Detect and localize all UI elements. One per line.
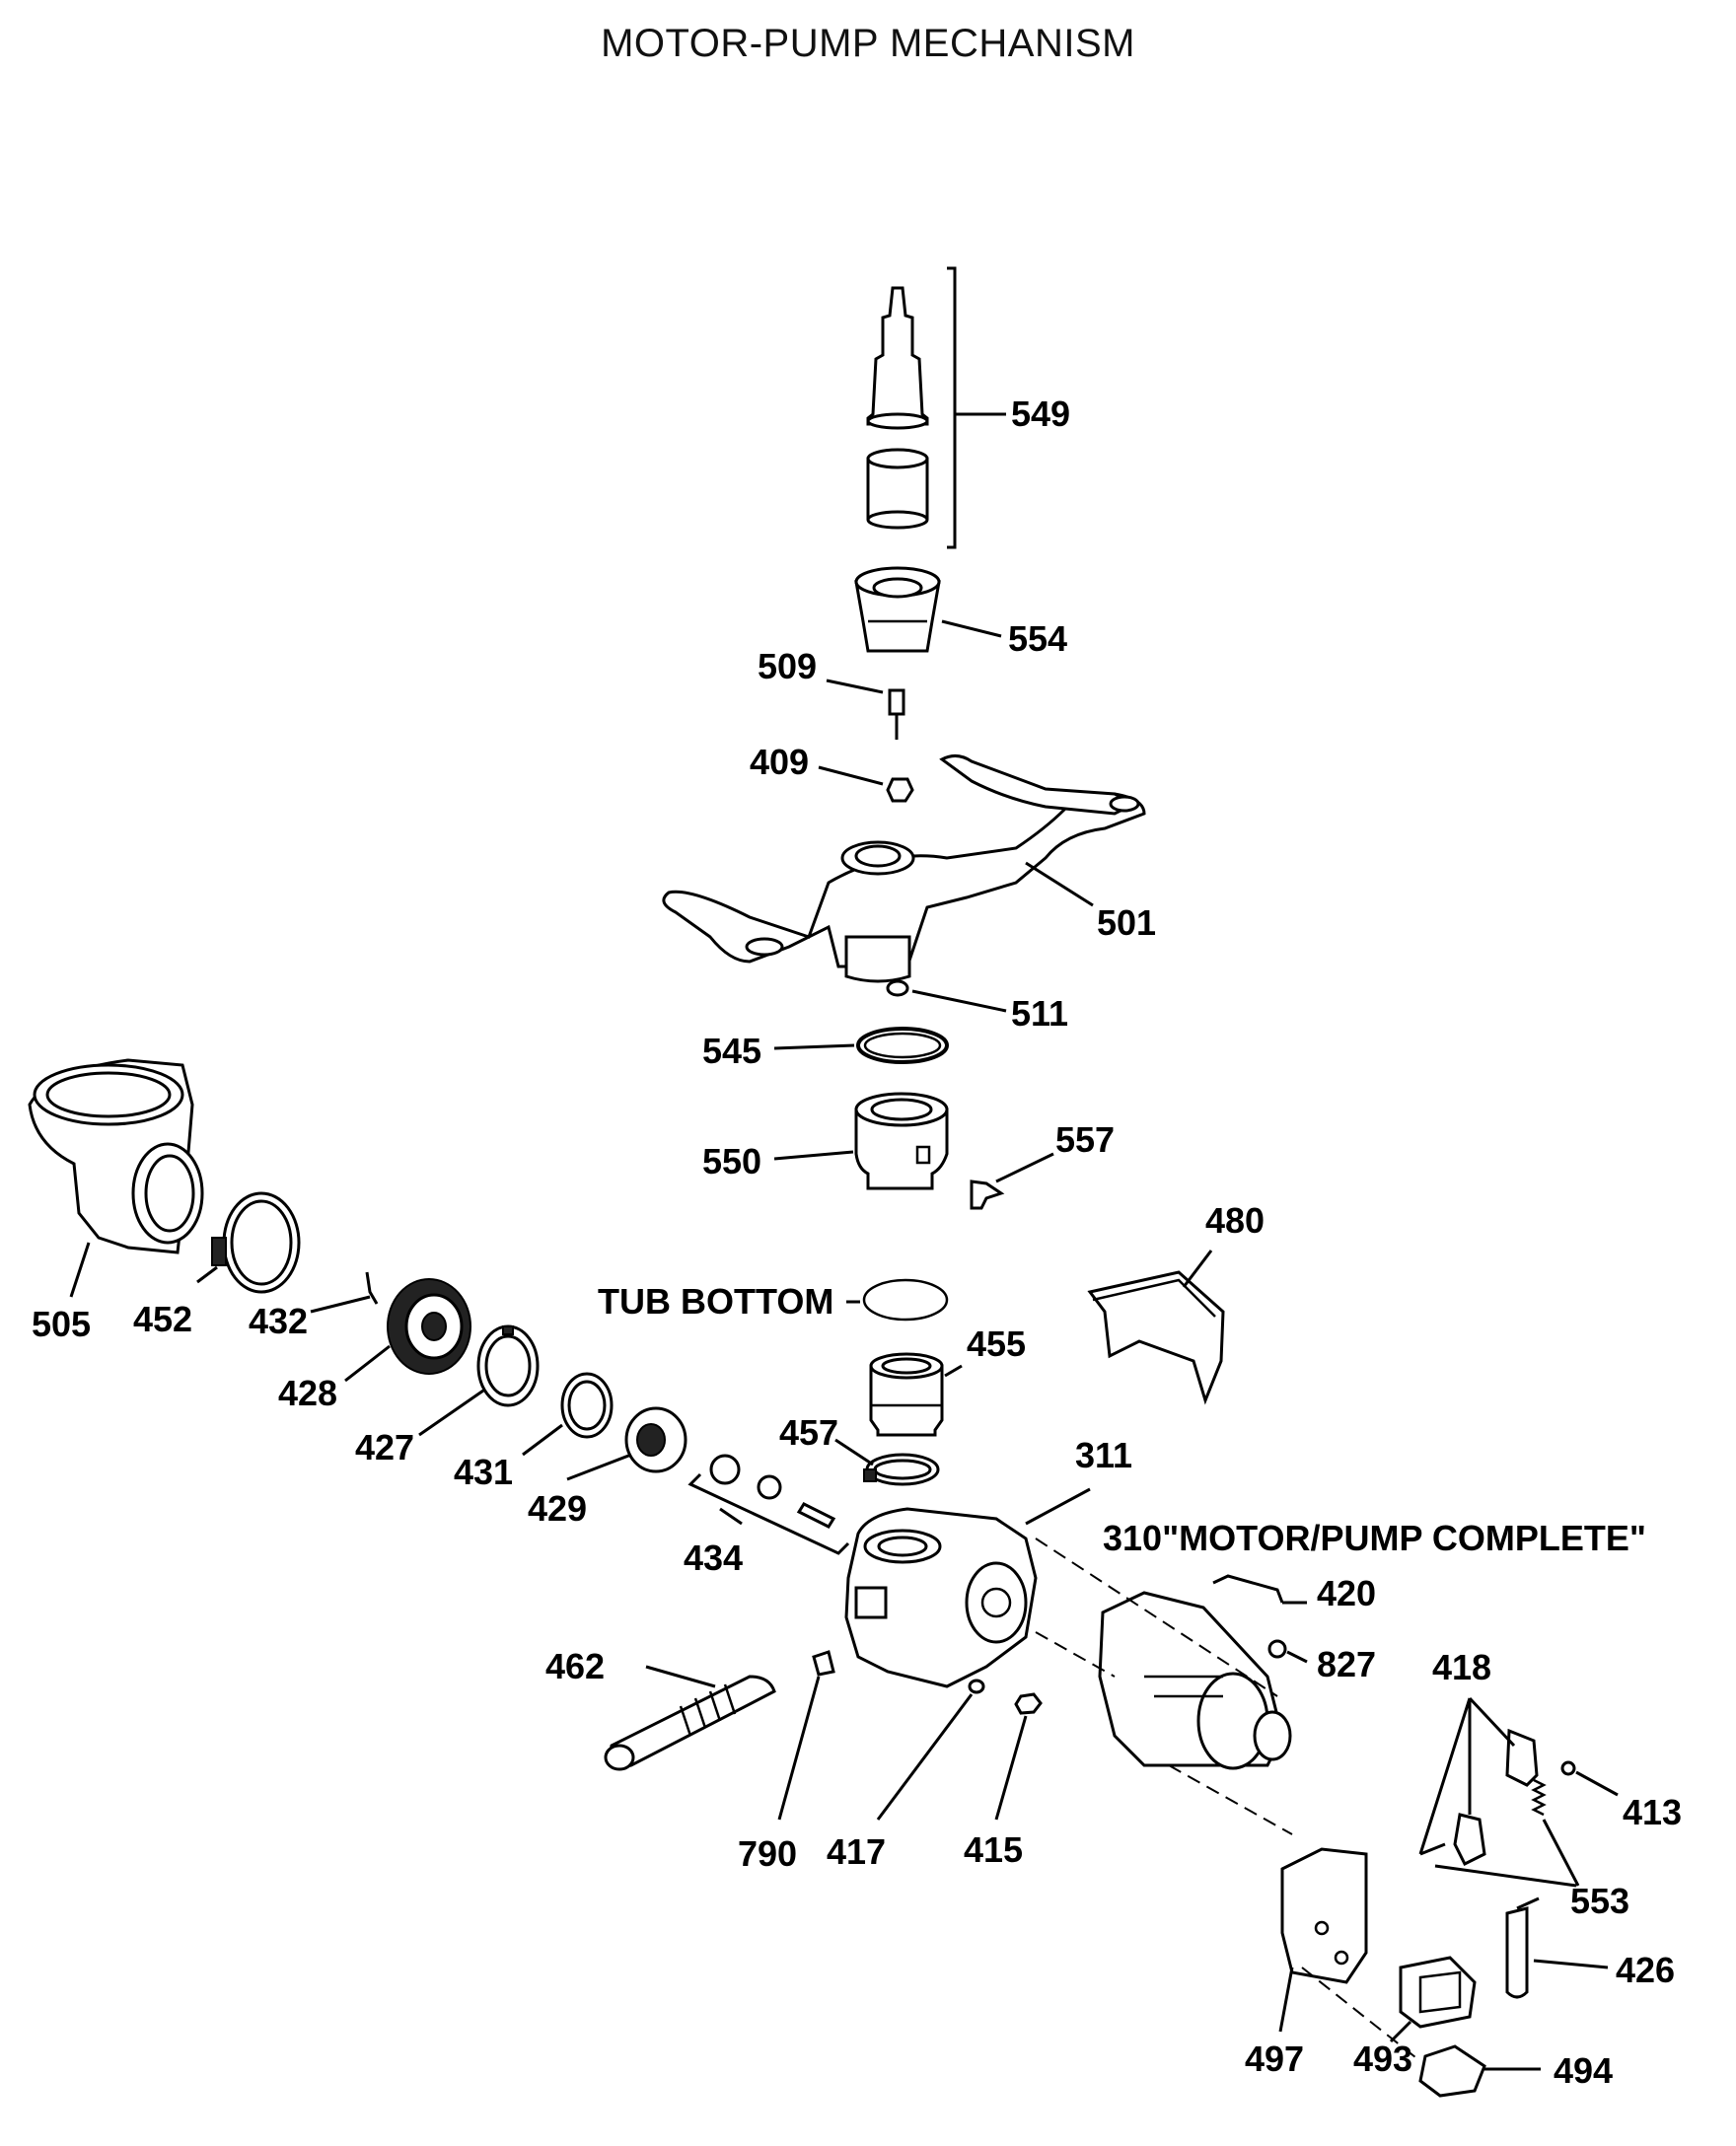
part-457-clamp [863,1453,940,1486]
part-311-pump-housing [844,1507,1038,1688]
part-545-ring [856,1027,949,1064]
label-501: 501 [1097,902,1156,943]
label-428: 428 [278,1373,337,1413]
label-497: 497 [1245,2039,1304,2079]
label-434: 434 [684,1538,743,1578]
label-427: 427 [355,1427,414,1467]
label-413: 413 [1623,1792,1682,1832]
tub-bottom-gasket [862,1278,949,1322]
part-428-impeller [387,1278,471,1375]
part-452-clamp [211,1191,301,1294]
diagram-title: MOTOR-PUMP MECHANISM [601,22,1135,65]
part-497-bracket [1280,1847,1368,1984]
label-310: 310"MOTOR/PUMP COMPLETE" [1103,1518,1646,1558]
part-493 [1399,1956,1477,2029]
part-462-worm [604,1675,776,1771]
label-550: 550 [702,1141,761,1181]
label-554: 554 [1008,618,1067,659]
part-557-clip [970,1180,1005,1210]
label-549: 549 [1011,393,1070,434]
label-457: 457 [779,1412,838,1453]
part-553-spring [1531,1778,1547,1817]
label-415: 415 [964,1829,1023,1870]
label-827: 827 [1317,1644,1376,1684]
label-462: 462 [545,1646,605,1686]
part-409-nut [886,777,914,803]
part-417 [968,1679,985,1694]
part-554 [854,566,941,653]
bracket-549 [947,266,957,549]
part-827-screw [1267,1639,1287,1659]
part-505-sump [28,1058,204,1254]
part-426 [1505,1896,1540,1999]
part-455 [869,1352,944,1437]
part-415 [1014,1692,1043,1715]
label-545: 545 [702,1031,761,1071]
label-480: 480 [1205,1200,1265,1241]
label-429: 429 [528,1488,587,1529]
label-418: 418 [1432,1647,1491,1687]
label-455: 455 [967,1323,1026,1364]
label-553: 553 [1570,1881,1629,1921]
label-452: 452 [133,1299,192,1339]
part-434 [709,1454,836,1529]
label-790: 790 [738,1833,797,1874]
part-429 [624,1406,687,1473]
label-417: 417 [827,1831,886,1872]
part-427 [476,1324,540,1407]
part-480-shield [1087,1270,1225,1405]
label-505: 505 [32,1304,91,1344]
label-494: 494 [1554,2050,1613,2091]
part-420 [1212,1574,1284,1604]
label-432: 432 [249,1301,308,1341]
label-493: 493 [1353,2039,1412,2079]
part-501-spray-arm [662,754,1146,983]
label-426: 426 [1616,1950,1675,1990]
part-790 [812,1650,835,1677]
part-509-screw [888,688,905,740]
part-549-tube [866,286,929,530]
label-511: 511 [1011,993,1068,1034]
label-420: 420 [1317,1573,1376,1613]
part-431 [560,1372,614,1439]
part-494 [1418,2044,1486,2098]
label-tub-bottom: TUB BOTTOM [598,1281,833,1322]
label-409: 409 [750,742,809,782]
label-311: 311 [1075,1435,1132,1475]
part-550 [854,1092,949,1190]
part-432 [365,1271,379,1305]
part-413 [1560,1760,1576,1776]
label-431: 431 [454,1452,513,1492]
part-511 [886,979,909,997]
label-509: 509 [758,646,817,686]
label-557: 557 [1055,1119,1115,1160]
part-310-motor [1098,1591,1292,1770]
